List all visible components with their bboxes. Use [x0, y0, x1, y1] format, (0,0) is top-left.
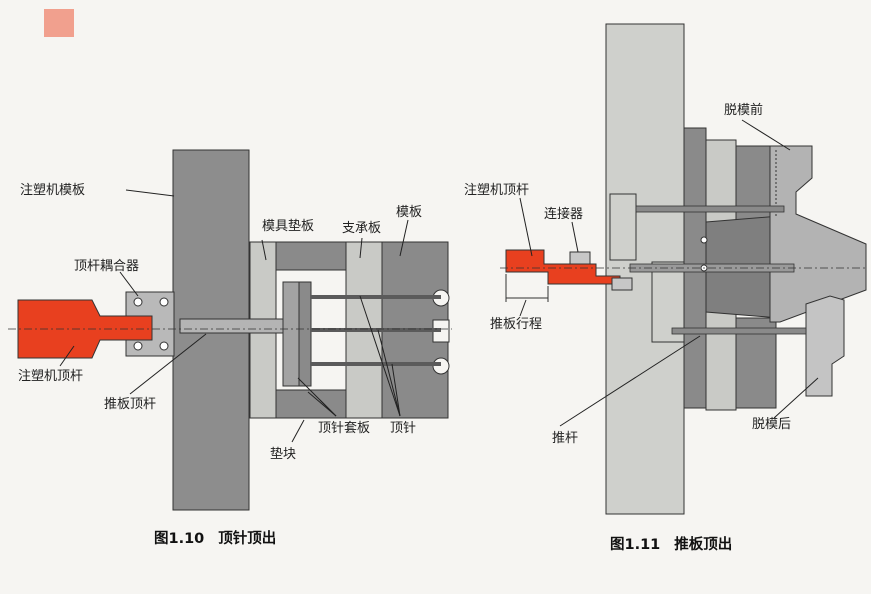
- label-pin-retainer: 顶针套板: [318, 420, 370, 436]
- label-coupler: 顶杆耦合器: [74, 259, 139, 274]
- label-mold-base-plate: 模具垫板: [262, 218, 314, 234]
- label-push-rod: 推杆: [552, 431, 578, 446]
- push-rod-upper: [635, 205, 785, 213]
- label-machine-rod-2: 注塑机顶杆: [464, 183, 529, 198]
- corner-marker: [44, 9, 74, 37]
- label-spacer-block: 垫块: [270, 446, 296, 462]
- machine-ejector-rod-2: [505, 249, 621, 285]
- ejector-plate: [298, 281, 312, 387]
- push-plate-lower: [651, 261, 685, 343]
- label-before: 脱模前: [724, 102, 763, 118]
- ejector-pin-2: [311, 328, 441, 332]
- label-machine-rod: 注塑机顶杆: [18, 369, 83, 384]
- ejector-pin-1: [311, 295, 441, 299]
- push-plate: [609, 193, 637, 261]
- ejector-plate-rod: [179, 318, 284, 334]
- part-after: [805, 295, 845, 397]
- label-platen: 注塑机模板: [20, 183, 85, 198]
- pin-retainer-plate: [282, 281, 300, 387]
- ejector-pin-3: [311, 362, 441, 366]
- label-support-plate: 支承板: [342, 221, 381, 236]
- coupler-bolt-4: [159, 341, 169, 351]
- label-connector: 连接器: [544, 206, 583, 222]
- coupler-bolt-3: [133, 341, 143, 351]
- part-before: [769, 145, 867, 323]
- label-mold-plate: 模板: [396, 205, 422, 220]
- figure-1-10: 注塑机模板 顶杆耦合器 注塑机顶杆 推板顶杆 模具垫板 支承板 模板 垫块 顶针…: [8, 149, 452, 547]
- label-ejector-pin: 顶针: [390, 421, 416, 436]
- label-after: 脱模后: [752, 417, 791, 432]
- connector: [569, 251, 591, 265]
- label-stroke: 推板行程: [490, 317, 542, 332]
- spacer-block-top: [275, 241, 347, 271]
- coupler-bolt-2: [159, 297, 169, 307]
- push-rod-lower: [671, 327, 807, 335]
- coupler-bolt-1: [133, 297, 143, 307]
- connector-lower: [611, 277, 633, 291]
- label-plate-rod: 推板顶杆: [104, 397, 156, 412]
